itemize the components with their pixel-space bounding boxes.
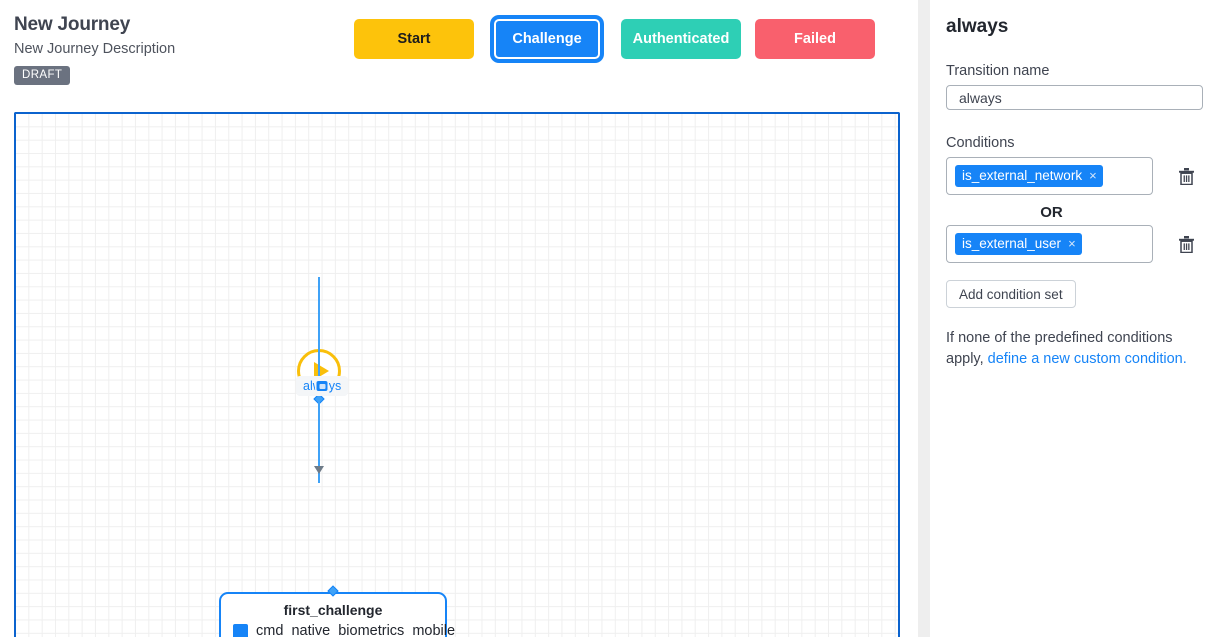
state-button-start[interactable]: Start — [354, 19, 474, 59]
flow-canvas-inner: always first_challenge cmd_native_biomet… — [16, 114, 898, 637]
delete-condition-set-button-2[interactable] — [1173, 231, 1199, 257]
flow-node-target-handle[interactable] — [327, 585, 339, 597]
transition-properties-panel: always Transition name Conditions is_ext… — [930, 0, 1215, 637]
condition-tag-label: is_external_user — [962, 236, 1062, 251]
journey-header: New Journey New Journey Description DRAF… — [14, 10, 904, 95]
flow-node-title: first_challenge — [283, 602, 383, 618]
state-button-challenge[interactable]: Challenge — [494, 19, 600, 59]
condition-tag-label: is_external_network — [962, 168, 1083, 183]
delete-condition-set-button-1[interactable] — [1173, 163, 1199, 189]
state-button-authenticated[interactable]: Authenticated — [621, 19, 741, 59]
state-button-failed[interactable]: Failed — [755, 19, 875, 59]
conditions-help-text: If none of the predefined conditions app… — [946, 328, 1196, 370]
transition-name-input[interactable] — [946, 85, 1203, 110]
conditions-help-prefix: If none of the predefined conditions app… — [946, 330, 1173, 367]
trash-icon — [1178, 235, 1194, 253]
edge-settings-icon[interactable] — [316, 381, 328, 391]
edge-arrowhead — [314, 466, 324, 474]
command-color-swatch-icon — [233, 623, 248, 637]
page-title: New Journey — [14, 14, 131, 35]
flow-node-row-label: cmd_native_biometrics_mobile — [256, 623, 456, 637]
add-condition-set-button[interactable]: Add condition set — [946, 280, 1076, 308]
remove-tag-icon[interactable]: × — [1068, 236, 1076, 251]
condition-set-input-2[interactable]: is_external_user × — [946, 225, 1154, 263]
define-custom-condition-link[interactable]: define a new custom condition. — [987, 351, 1187, 367]
play-icon — [313, 362, 329, 380]
condition-tag-is-external-network[interactable]: is_external_network × — [955, 165, 1103, 187]
trash-icon — [1178, 167, 1194, 185]
condition-set-input-1[interactable]: is_external_network × — [946, 157, 1154, 195]
edge-line-always-segment-2 — [318, 398, 320, 468]
panel-divider — [918, 0, 930, 637]
flow-node-row[interactable]: cmd_native_biometrics_mobile — [233, 622, 455, 637]
main-area: New Journey New Journey Description DRAF… — [14, 10, 904, 637]
journey-title-block: New Journey New Journey Description DRAF… — [14, 10, 354, 85]
remove-tag-icon[interactable]: × — [1089, 168, 1097, 183]
edge-label-always[interactable]: always — [296, 376, 349, 396]
state-buttons-group: Start Challenge Authenticated Failed — [354, 19, 889, 69]
flow-node-first-challenge[interactable]: first_challenge cmd_native_biometrics_mo… — [219, 585, 455, 637]
panel-title: always — [946, 16, 1009, 37]
condition-tag-is-external-user[interactable]: is_external_user × — [955, 233, 1082, 255]
condition-set-row: is_external_network × — [946, 157, 1199, 195]
status-badge: DRAFT — [14, 66, 71, 85]
condition-or-label: OR — [1040, 204, 1063, 221]
condition-set-row: is_external_user × — [946, 225, 1199, 263]
conditions-label: Conditions — [946, 135, 1015, 151]
flow-canvas[interactable]: always first_challenge cmd_native_biomet… — [14, 112, 900, 637]
journey-description: New Journey Description — [14, 41, 176, 57]
transition-name-label: Transition name — [946, 63, 1050, 79]
